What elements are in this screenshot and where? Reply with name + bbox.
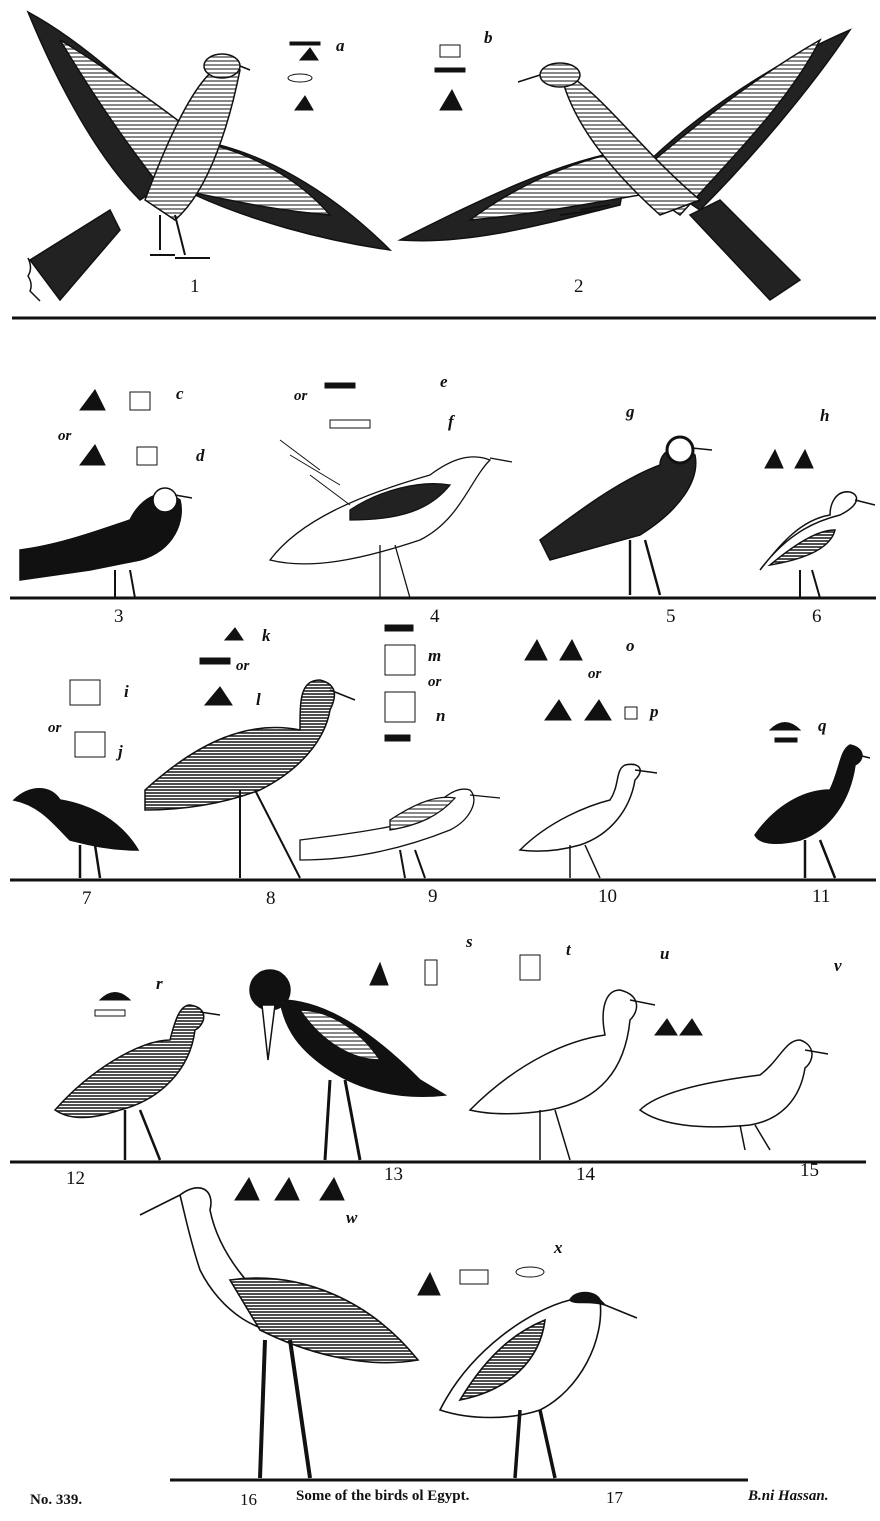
plate-title: Some of the birds ol Egypt.: [296, 1488, 470, 1504]
letter-c: c: [176, 384, 184, 403]
letter-v: v: [834, 956, 842, 975]
letter-s: s: [466, 932, 473, 951]
letter-q: q: [818, 716, 827, 735]
figure-number-10: 10: [598, 886, 617, 907]
letter-r: r: [156, 974, 163, 993]
or-label: or: [236, 658, 250, 674]
bird-7: [12, 788, 140, 879]
bird-5: [539, 435, 713, 596]
bird-3: [19, 487, 193, 599]
letter-u: u: [660, 944, 670, 963]
or-label: or: [58, 428, 72, 444]
or-label: or: [294, 388, 308, 404]
bird-6: [759, 491, 876, 599]
or-label: or: [48, 720, 62, 736]
letter-m: m: [428, 646, 442, 665]
bird-8: [144, 679, 356, 879]
bird-17: [438, 1291, 638, 1479]
letter-t: t: [566, 940, 571, 959]
figure-number-11: 11: [812, 886, 831, 907]
letter-k: k: [262, 626, 271, 645]
letter-g: g: [626, 402, 635, 421]
letter-l: l: [256, 690, 261, 709]
letter-w: w: [346, 1208, 358, 1227]
figure-number-16: 16: [240, 1490, 257, 1509]
figure-number-2: 2: [574, 276, 584, 297]
plate-number: No. 339.: [30, 1492, 83, 1508]
bird-16: [139, 1187, 420, 1479]
figure-number-6: 6: [812, 606, 822, 627]
figure-number-3: 3: [114, 606, 124, 627]
figure-number-8: 8: [266, 888, 276, 909]
hieroglyphs: [69, 41, 814, 1296]
letter-f: f: [448, 412, 454, 431]
letter-a: a: [336, 36, 345, 55]
letter-d: d: [196, 446, 205, 465]
plate-source: B.ni Hassan.: [748, 1488, 829, 1504]
letter-j: j: [118, 742, 123, 761]
bird-12: [53, 1004, 221, 1161]
letter-h: h: [820, 406, 830, 425]
bird-2: [397, 28, 853, 301]
figure-number-1: 1: [190, 276, 200, 297]
letter-e: e: [440, 372, 448, 391]
or-label: or: [428, 674, 442, 690]
figure-number-15: 15: [800, 1160, 819, 1181]
figure-number-13: 13: [384, 1164, 403, 1185]
bird-11: [754, 744, 871, 879]
figure-number-5: 5: [666, 606, 676, 627]
bird-13: [249, 969, 448, 1161]
figure-number-14: 14: [576, 1164, 595, 1185]
letter-p: p: [650, 702, 659, 721]
letter-x: x: [554, 1238, 563, 1257]
letter-i: i: [124, 682, 129, 701]
or-label: or: [588, 666, 602, 682]
bird-1: [26, 10, 393, 302]
letter-n: n: [436, 706, 446, 725]
bird-4: [268, 439, 513, 599]
figure-number-7: 7: [82, 888, 92, 909]
bird-15: [638, 1039, 829, 1151]
figure-number-17: 17: [606, 1488, 623, 1507]
bird-14: [468, 989, 656, 1161]
figure-number-12: 12: [66, 1168, 85, 1189]
figure-number-4: 4: [430, 606, 440, 627]
letter-o: o: [626, 636, 635, 655]
letter-b: b: [484, 28, 493, 47]
figure-number-9: 9: [428, 886, 438, 907]
bird-10: [518, 763, 658, 879]
bird-9: [299, 788, 501, 879]
